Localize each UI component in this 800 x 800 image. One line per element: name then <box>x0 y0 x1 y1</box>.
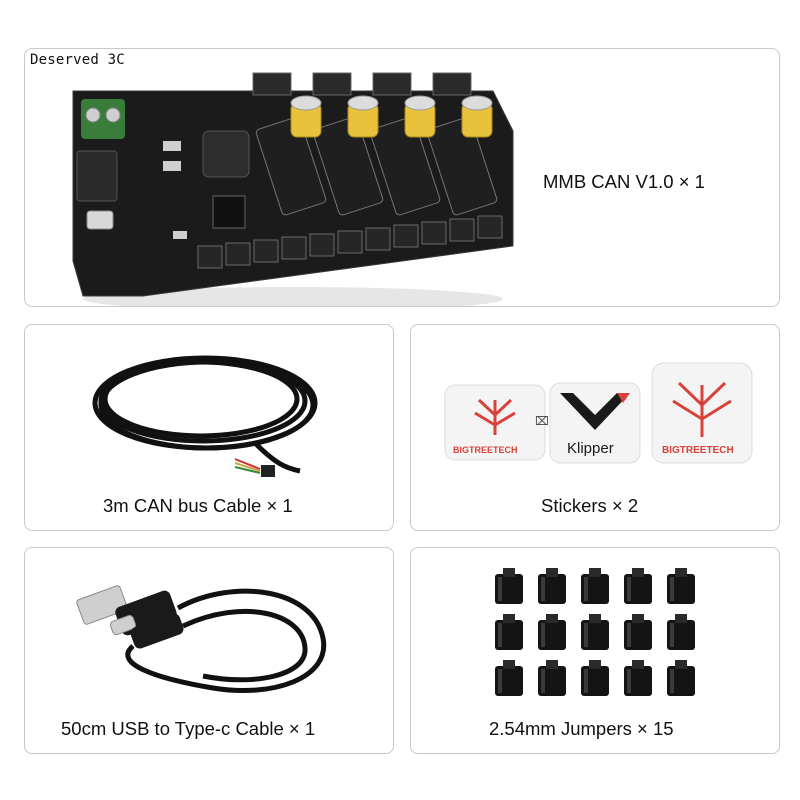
jumper <box>624 660 652 696</box>
jumper <box>624 568 652 604</box>
board-image: BIGTREETECH <box>72 72 514 306</box>
jumper <box>538 568 566 604</box>
jumper <box>538 660 566 696</box>
jumper <box>667 660 695 696</box>
can-cable-card: 3m CAN bus Cable × 1 <box>24 324 394 531</box>
board-caption: MMB CAN V1.0 × 1 <box>543 171 705 192</box>
jumpers-card: 2.54mm Jumpers × 15 <box>410 547 780 754</box>
jumper <box>624 614 652 650</box>
svg-text:⌧: ⌧ <box>535 414 549 428</box>
jumper <box>667 614 695 650</box>
stickers-image: BIGTREETECH ⌧ Klipper BIGTREETECH <box>444 362 753 464</box>
jumper <box>581 660 609 696</box>
jumpers-caption: 2.54mm Jumpers × 15 <box>489 718 674 739</box>
jumpers-image <box>495 568 695 696</box>
board-card: BIGTREETECH MMB CAN V1.0 × 1 <box>24 48 780 307</box>
can-cable-image <box>92 355 318 477</box>
usb-cable-card: 50cm USB to Type-c Cable × 1 <box>24 547 394 754</box>
jumper <box>495 660 523 696</box>
stickers-caption: Stickers × 2 <box>541 495 639 516</box>
jumper <box>581 614 609 650</box>
usb-cable-caption: 50cm USB to Type-c Cable × 1 <box>61 718 316 739</box>
sticker-klipper-text: Klipper <box>567 440 614 457</box>
jumper <box>495 568 523 604</box>
watermark: Deserved 3C <box>30 52 125 68</box>
jumper <box>538 614 566 650</box>
jumper <box>667 568 695 604</box>
board-brand-text: BIGTREETECH <box>129 79 193 92</box>
usb-cable-image <box>76 585 327 694</box>
stickers-card: BIGTREETECH ⌧ Klipper BIGTREETECH Sticke… <box>410 324 780 531</box>
sticker-left-brand-text: BIGTREETECH <box>453 445 518 455</box>
jumper <box>495 614 523 650</box>
can-cable-caption: 3m CAN bus Cable × 1 <box>103 495 293 516</box>
sticker-right-brand-text: BIGTREETECH <box>662 445 734 456</box>
jumper <box>581 568 609 604</box>
